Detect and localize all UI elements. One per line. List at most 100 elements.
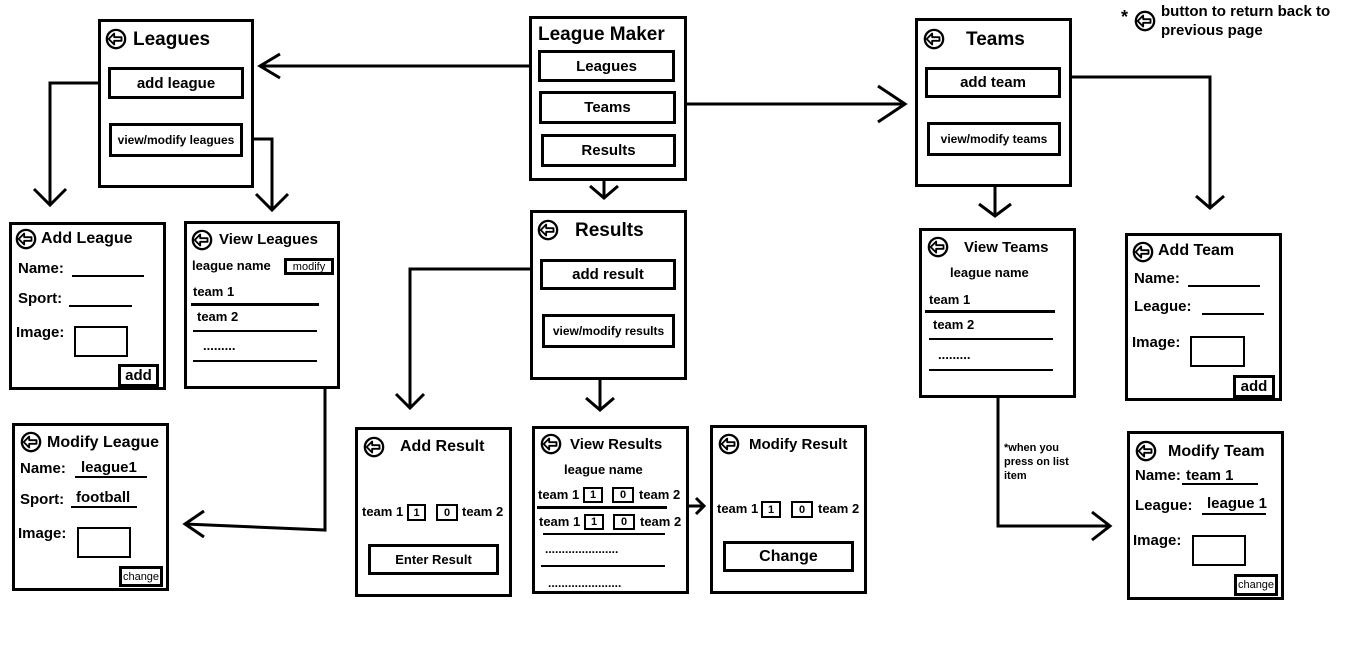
modify-league-screen: Modify League Name: league1 Sport: footb… <box>12 423 169 591</box>
screen-title: View Results <box>570 436 663 453</box>
name-label: Name: <box>18 260 64 277</box>
image-picker[interactable] <box>1192 535 1246 566</box>
league-name-header: league name <box>564 462 643 477</box>
back-arrow-icon <box>1134 10 1156 32</box>
results-button[interactable]: Results <box>541 134 676 167</box>
name-value[interactable]: league1 <box>81 459 137 476</box>
add-team-button[interactable]: add team <box>925 67 1061 98</box>
score2-input[interactable]: 0 <box>791 501 813 518</box>
back-arrow-icon[interactable] <box>15 228 37 250</box>
sport-label: Sport: <box>20 491 65 508</box>
add-button[interactable]: add <box>118 364 159 387</box>
divider <box>925 310 1055 313</box>
image-picker[interactable] <box>74 326 128 357</box>
back-arrow-icon[interactable] <box>1132 241 1154 263</box>
league-field[interactable] <box>1202 313 1264 315</box>
enter-result-button[interactable]: Enter Result <box>368 544 499 575</box>
list-item[interactable]: ......... <box>938 347 971 362</box>
add-button[interactable]: add <box>1233 375 1275 398</box>
score1-input[interactable]: 1 <box>407 504 426 521</box>
name-value[interactable]: team 1 <box>1186 467 1234 484</box>
result-row-score1: 1 <box>584 514 604 530</box>
result-row-team2[interactable]: team 2 <box>639 487 681 502</box>
modify-result-screen: Modify Result team 1 1 0 team 2 Change <box>710 425 867 594</box>
divider <box>191 303 319 306</box>
name-label: Name: <box>1134 270 1180 287</box>
note-star: * <box>1121 7 1129 27</box>
team1-label: team 1 <box>717 501 759 516</box>
list-item[interactable]: team 2 <box>197 309 239 324</box>
league-label: League: <box>1135 497 1193 514</box>
screen-title: Leagues <box>133 29 211 50</box>
name-label: Name: <box>1135 467 1181 484</box>
league-name-header: league name <box>192 258 271 273</box>
back-arrow-icon[interactable] <box>363 436 385 458</box>
image-picker[interactable] <box>77 527 131 558</box>
back-arrow-icon[interactable] <box>718 433 740 455</box>
note-text-line2: previous page <box>1161 22 1263 39</box>
team2-label: team 2 <box>818 501 860 516</box>
divider <box>929 338 1053 340</box>
divider <box>193 360 317 362</box>
list-item[interactable]: ......... <box>203 338 236 353</box>
result-row-score1: 1 <box>583 487 603 503</box>
change-button[interactable]: change <box>119 566 163 587</box>
back-arrow-icon[interactable] <box>20 431 42 453</box>
list-item-note-line3: item <box>1004 470 1027 482</box>
result-row-score2: 0 <box>612 487 634 503</box>
back-arrow-icon[interactable] <box>927 236 949 258</box>
leagues-button[interactable]: Leagues <box>538 50 675 82</box>
list-item[interactable]: ...................... <box>548 576 622 590</box>
name-underline <box>1182 483 1258 485</box>
sport-field[interactable] <box>69 305 132 307</box>
list-item[interactable]: team 1 <box>193 284 235 299</box>
result-row-team1[interactable]: team 1 <box>538 487 580 502</box>
league-value[interactable]: league 1 <box>1207 495 1268 512</box>
add-league-button[interactable]: add league <box>108 67 244 99</box>
list-item-note-line2: press on list <box>1004 456 1069 468</box>
result-row-score2: 0 <box>613 514 635 530</box>
leagues-screen: Leagues add league view/modify leagues <box>98 19 254 188</box>
list-item-note-line1: *when you <box>1004 442 1060 454</box>
change-button[interactable]: Change <box>723 541 854 572</box>
divider <box>543 533 665 535</box>
result-row-team1[interactable]: team 1 <box>539 514 581 529</box>
change-button[interactable]: change <box>1234 574 1278 596</box>
image-picker[interactable] <box>1190 336 1245 367</box>
screen-title: Add Team <box>1158 242 1235 259</box>
back-arrow-icon[interactable] <box>537 219 559 241</box>
list-item[interactable]: team 1 <box>929 292 971 307</box>
league-maker-screen: League Maker Leagues Teams Results <box>529 16 687 181</box>
image-label: Image: <box>16 324 65 341</box>
back-arrow-icon[interactable] <box>923 28 945 50</box>
add-team-screen: Add Team Name: League: Image: add <box>1125 233 1282 401</box>
name-field[interactable] <box>1188 285 1260 287</box>
name-label: Name: <box>20 460 66 477</box>
screen-title: Modify Result <box>749 436 848 453</box>
screen-title: Add League <box>41 230 133 247</box>
back-arrow-icon[interactable] <box>1135 440 1157 462</box>
screen-title: View Teams <box>964 239 1049 256</box>
sport-label: Sport: <box>18 290 63 307</box>
page-title: League Maker <box>538 24 665 45</box>
result-row-team2[interactable]: team 2 <box>640 514 682 529</box>
view-results-screen: View Results league name team 1 1 0 team… <box>532 426 689 594</box>
teams-button[interactable]: Teams <box>539 91 676 124</box>
view-modify-results-button[interactable]: view/modify results <box>542 314 675 348</box>
list-item[interactable]: team 2 <box>933 317 975 332</box>
score2-input[interactable]: 0 <box>436 504 458 521</box>
add-result-button[interactable]: add result <box>540 259 676 290</box>
divider <box>193 330 317 332</box>
name-field[interactable] <box>72 275 144 277</box>
sport-value[interactable]: football <box>76 489 131 506</box>
back-arrow-icon[interactable] <box>540 433 562 455</box>
view-modify-leagues-button[interactable]: view/modify leagues <box>109 123 243 157</box>
list-item[interactable]: ...................... <box>545 542 619 556</box>
score1-input[interactable]: 1 <box>761 501 781 518</box>
view-modify-teams-button[interactable]: view/modify teams <box>927 122 1061 156</box>
screen-title: Teams <box>966 29 1025 50</box>
modify-button[interactable]: modify <box>284 258 334 275</box>
back-arrow-icon[interactable] <box>105 28 127 50</box>
back-arrow-icon[interactable] <box>191 229 213 251</box>
image-label: Image: <box>1132 334 1181 351</box>
